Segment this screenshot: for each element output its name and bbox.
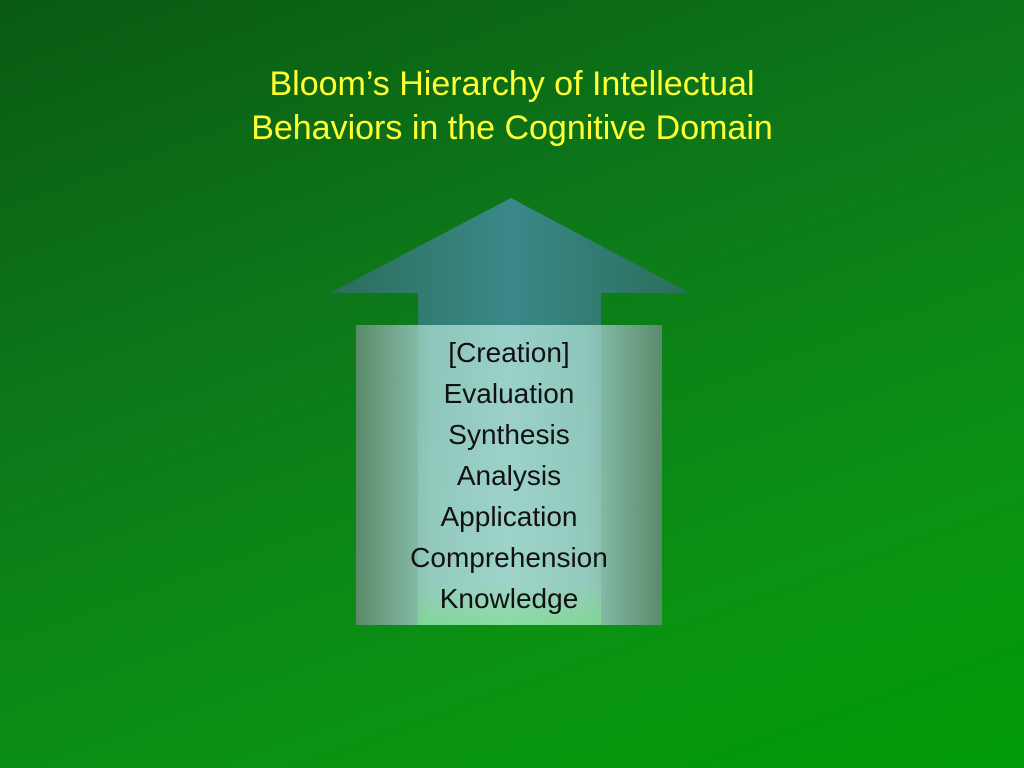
arrow-head: [330, 198, 690, 325]
hierarchy-levels-list: [Creation] Evaluation Synthesis Analysis…: [356, 332, 662, 619]
level-evaluation: Evaluation: [443, 378, 575, 409]
title-line-2: Behaviors in the Cognitive Domain: [251, 109, 773, 147]
level-application: Application: [440, 501, 578, 532]
level-analysis: Analysis: [456, 460, 562, 491]
arrow-shaft: [418, 325, 601, 625]
title-line-1: Bloom’s Hierarchy of Intellectual: [269, 65, 755, 103]
level-synthesis: Synthesis: [448, 419, 570, 450]
level-knowledge: Knowledge: [439, 583, 579, 614]
level-comprehension: Comprehension: [410, 542, 608, 573]
slide-title: Bloom’s Hierarchy of Intellectual Behavi…: [0, 62, 1024, 150]
level-creation: [Creation]: [448, 337, 570, 368]
